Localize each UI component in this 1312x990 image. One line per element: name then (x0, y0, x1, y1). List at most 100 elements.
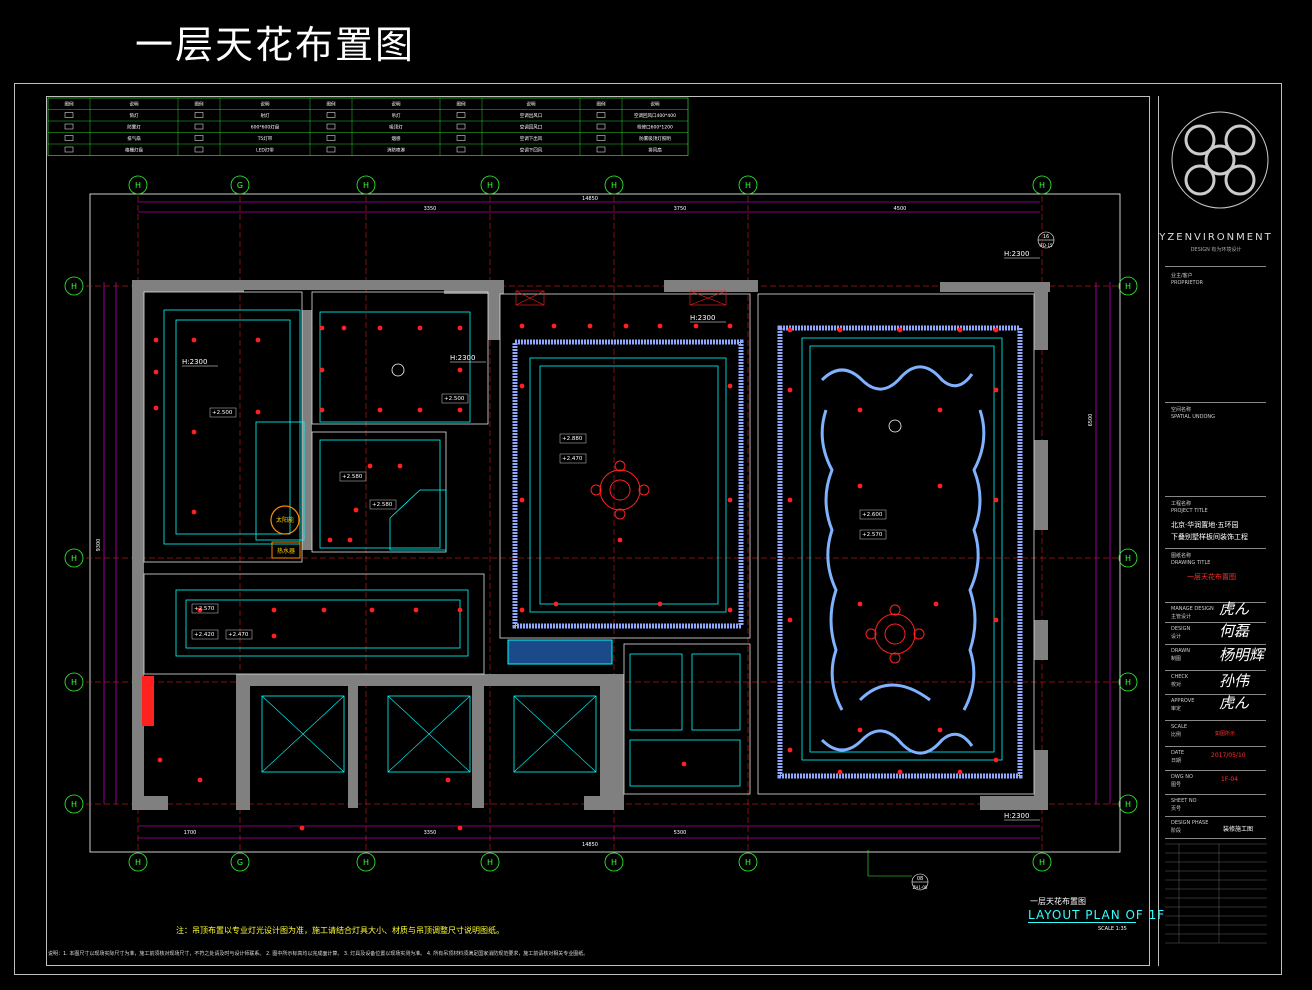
downlight-icon (153, 369, 159, 375)
legend-cell: 图例 (65, 101, 74, 108)
grid-bubble-top (230, 175, 250, 195)
layout-title-en: LAYOUT PLAN OF 1F (1028, 908, 1166, 922)
top-dimension-lines (103, 201, 1111, 839)
downlight-icon (681, 761, 687, 767)
grid-bubble-right-label: H (1125, 678, 1131, 687)
legend-cell: 图例 (327, 101, 336, 108)
downlight-icon (957, 769, 963, 775)
grid-bubble-right-label: H (1125, 800, 1131, 809)
downlight-icon (937, 483, 943, 489)
layout-title-rule (1028, 922, 1136, 923)
grid-bubble-bottom (128, 852, 148, 872)
legend-cell: 排风扇 (648, 147, 662, 154)
level-tag-box (859, 529, 887, 540)
ceiling-height-tag: H:2300 (450, 354, 475, 362)
downlight-icon (341, 325, 347, 331)
downlight-icon (623, 323, 629, 329)
level-tag-box (559, 433, 587, 444)
downlight-icon (319, 407, 325, 413)
firm-logo-text: YZENVIRONMENT (1159, 232, 1273, 243)
downlight-icon (787, 327, 793, 333)
downlight-icon (397, 463, 403, 469)
downlight-icon (153, 337, 159, 343)
level-tag: +2.570 (862, 532, 883, 538)
downlight-icon (445, 777, 451, 783)
downlight-icon (993, 497, 999, 503)
grid-bubble-bottom (1032, 852, 1052, 872)
downlight-icon (271, 633, 277, 639)
ceiling-height-tag: H:2300 (1004, 812, 1029, 820)
grid-bubble-bottom (480, 852, 500, 872)
legend-cell: 吸顶灯 (389, 124, 403, 131)
downlight-icon (857, 483, 863, 489)
level-tag-box (559, 453, 587, 464)
downlight-icon (993, 757, 999, 763)
legend-symbol-icon (194, 146, 204, 153)
void-crosses (261, 695, 597, 773)
legend-cell: T5灯带 (257, 135, 273, 142)
water-heater-label: 热水器 (277, 547, 295, 555)
grid-bubble-top-label: H (135, 181, 141, 190)
legend-cell: 防雾灯 (127, 124, 141, 131)
scale-label: SCALE (1171, 724, 1188, 730)
grid-bubble-top-label: H (745, 181, 751, 190)
drawing-title: 一层天花布置图 (1187, 573, 1236, 581)
grid-bubble-bottom-label: H (487, 858, 493, 867)
downlight-icon (837, 769, 843, 775)
detail-callout (867, 231, 1055, 891)
grid-bubble-left (64, 794, 84, 814)
downlight-icon (551, 323, 557, 329)
downlight-icon (897, 769, 903, 775)
downlight-icon (191, 337, 197, 343)
downlight-icon (457, 367, 463, 373)
downlight-icon (321, 607, 327, 613)
legend-symbol-icon (326, 135, 336, 141)
grid-bubble-top-label: H (487, 181, 493, 190)
legend-symbol-icon (194, 112, 204, 118)
legend-cell: 说明 (651, 101, 660, 108)
dim-segment-top: 3350 (424, 206, 437, 212)
legend-cell: 说明 (527, 101, 536, 108)
date-label: DATE (1171, 750, 1185, 756)
legend-symbol-icon (456, 112, 466, 118)
layout-scale: SCALE 1:35 (1098, 926, 1127, 932)
downlight-icon (727, 383, 733, 389)
downlight-icon (993, 327, 999, 333)
grid-bubble-right-label: H (1125, 282, 1131, 291)
legend-cell: 600*600灯盘 (251, 124, 280, 131)
level-tag-box (191, 603, 219, 614)
downlight-icon (255, 409, 261, 415)
downlight-icon (897, 327, 903, 333)
downlight-icon (369, 607, 375, 613)
revision-table (1165, 843, 1267, 944)
stage-cn: 阶段 (1171, 828, 1182, 834)
legend-cell: 图例 (457, 101, 466, 108)
stage-value: 装修施工图 (1223, 826, 1254, 833)
proprietor-en: PROPRIETOR (1171, 280, 1204, 286)
downlight-icon (657, 323, 663, 329)
firm-logo-subtitle: DESIGN 有为环境设计 (1190, 247, 1242, 253)
signature-drawn: 杨明辉 (1219, 646, 1265, 664)
downlight-icon (519, 497, 525, 503)
title-block: YZENVIRONMENT DESIGN 有为环境设计 业主/客户 PROPRI… (1158, 96, 1272, 966)
downlight-icon (857, 601, 863, 607)
grid-bubble-top (738, 175, 758, 195)
level-tags: +2.500+2.500+2.580+2.580+2.880+2.470+2.6… (191, 393, 887, 640)
legend-cell: 烟感 (392, 135, 401, 142)
legend-cell: 说明 (130, 101, 139, 108)
downlight-icon (299, 825, 305, 831)
spatial-label: 空间名称 (1171, 407, 1192, 413)
walls (132, 280, 1050, 810)
downlight-icon (413, 607, 419, 613)
downlight-icon (457, 407, 463, 413)
downlight-icon (617, 537, 623, 543)
downlight-icon (347, 537, 353, 543)
downlight-icon (993, 387, 999, 393)
legend-cell: 吊灯 (392, 112, 401, 119)
dwg-no-label: DWG NO (1171, 774, 1193, 780)
legend-symbol-icon (456, 135, 466, 141)
proprietor-label: 业主/客户 (1171, 273, 1193, 279)
dwg-no-value: 1F-04 (1221, 776, 1239, 783)
